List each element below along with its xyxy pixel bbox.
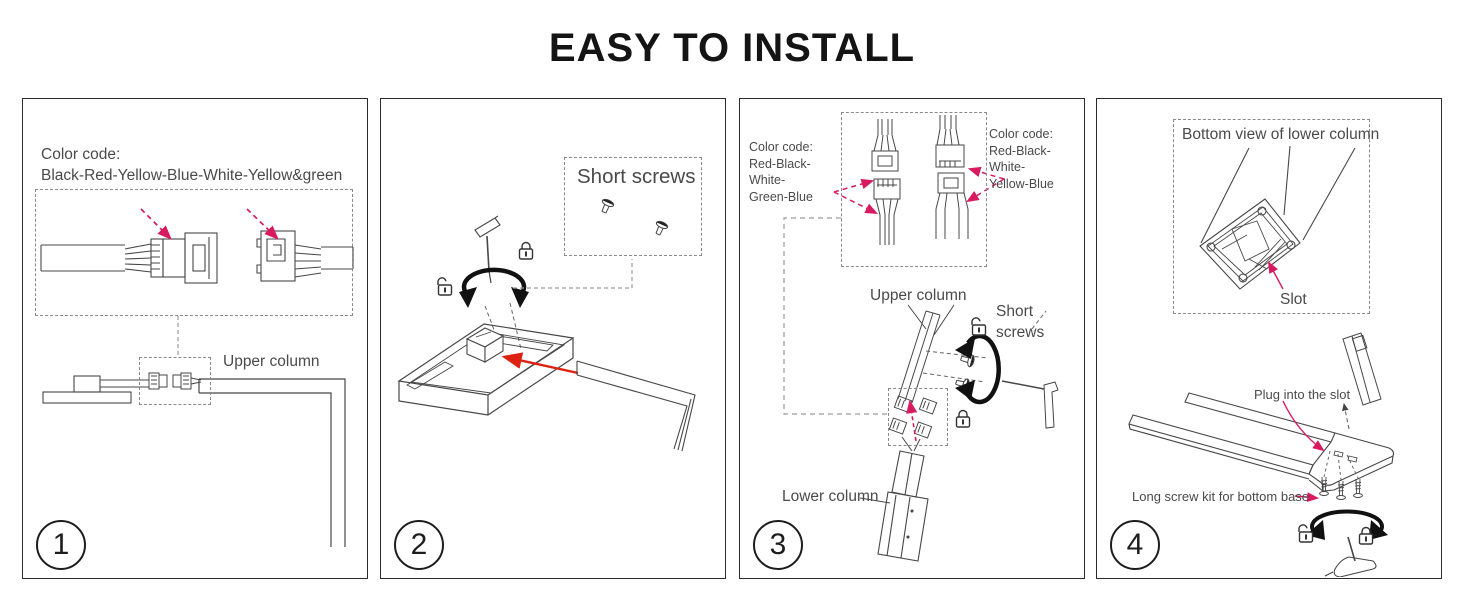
- step-number-3: 3: [753, 520, 803, 570]
- step-number-text: 4: [1126, 528, 1144, 561]
- short-screws-label: Short screws: [577, 165, 696, 188]
- long-screw-icon: [1336, 480, 1346, 500]
- plug-into-slot-label: Plug into the slot: [1254, 387, 1351, 402]
- short-screws-box: [564, 157, 702, 256]
- color-code-label: Color code: Black-Red-Yellow-Blue-White-…: [41, 145, 342, 187]
- joint-detail-box: [139, 357, 211, 405]
- column-connection-diagram: [783, 115, 1059, 562]
- lower-column-drawing: [1342, 332, 1382, 406]
- control-box-mount-diagram: [397, 197, 696, 452]
- color-code-title: Color code:: [749, 140, 813, 154]
- upper-column-drawing: [576, 360, 696, 452]
- pink-pointer-arrows: [140, 208, 279, 240]
- short-screws-label: Short screws: [996, 303, 1045, 341]
- padlock-closed-icon: [518, 241, 534, 260]
- joint-detail-box: [888, 388, 948, 446]
- long-screw-icon: [1319, 476, 1329, 496]
- screw-guide-lines: [484, 302, 522, 352]
- padlock-open-icon: [971, 317, 987, 336]
- slot-pointer-arrow: [1268, 261, 1284, 290]
- long-screw-kit-label: Long screw kit for bottom base: [1132, 489, 1310, 504]
- page-title: EASY TO INSTALL: [548, 26, 916, 70]
- control-box-drawing: [465, 327, 505, 363]
- panel-step-4: Bottom view of lower column Slot Plug in…: [1096, 98, 1442, 579]
- step-number-4: 4: [1110, 520, 1160, 570]
- step-number-text: 3: [769, 528, 787, 561]
- base-assembly-diagram: [1128, 145, 1395, 577]
- color-code-value-line1: Red-Black-White-: [749, 156, 811, 188]
- color-code-left-label: Color code: Red-Black-White- Green-Blue: [749, 139, 843, 205]
- color-code-value-line2: Yellow-Blue: [989, 176, 1054, 191]
- color-code-title: Color code:: [989, 127, 1053, 141]
- rotation-arrow-icon: [1306, 509, 1388, 540]
- allen-key-icon: [1324, 536, 1377, 577]
- lower-column-label: Lower column: [782, 488, 879, 505]
- screw-guide-lines: [1323, 450, 1359, 481]
- connector-detail-box: [841, 112, 987, 267]
- bottom-view-box: [1173, 119, 1370, 314]
- step-number-text: 2: [410, 528, 428, 561]
- panel-step-2: Short screws 2: [380, 98, 726, 579]
- padlock-closed-icon: [955, 409, 971, 428]
- plug-direction-arrow: [1342, 402, 1350, 430]
- rotation-arrow-icon: [459, 267, 529, 308]
- allen-key-icon: [1001, 380, 1059, 429]
- connector-detail-box: [35, 189, 353, 316]
- upper-column-drawing: [198, 378, 346, 547]
- bottom-view-label: Bottom view of lower column: [1182, 126, 1380, 143]
- long-screw-pointer-arrow: [1294, 492, 1320, 502]
- connector-pairs-drawing: [871, 115, 969, 245]
- color-code-value-line2: Green-Blue: [749, 189, 813, 204]
- long-screw-icon: [1353, 478, 1363, 498]
- step-number-text: 1: [52, 528, 70, 561]
- panel-step-1: Color code: Black-Red-Yellow-Blue-White-…: [22, 98, 368, 579]
- rotation-arrow-icon: [955, 333, 1001, 405]
- slot-label: Slot: [1280, 291, 1307, 308]
- bottom-base-drawing: [1128, 392, 1395, 492]
- lower-column-drawing: [859, 450, 929, 562]
- insert-direction-arrow: [501, 352, 579, 375]
- panel-step-3: Color code: Red-Black-White- Green-Blue …: [739, 98, 1085, 579]
- padlock-open-icon: [437, 277, 453, 296]
- control-box-drawing: [42, 375, 149, 404]
- plug-into-slot-arrow: [1282, 400, 1325, 452]
- cable-connection-diagram: [40, 208, 354, 547]
- step-number-2: 2: [394, 520, 444, 570]
- upper-column-drawing: [897, 304, 955, 404]
- column-bottom-view-drawing: [1199, 145, 1356, 290]
- upper-column-label: Upper column: [870, 287, 967, 304]
- step-number-1: 1: [36, 520, 86, 570]
- color-code-value-line1: Red-Black-White-: [989, 143, 1051, 175]
- left-connector-drawing: [40, 232, 218, 284]
- color-code-title: Color code:: [41, 146, 121, 163]
- inline-connector-drawing: [148, 372, 202, 390]
- allen-key-icon: [474, 215, 501, 284]
- screw-callout-line: [513, 259, 633, 289]
- detail-callout-line: [783, 217, 888, 415]
- upper-column-label: Upper column: [223, 353, 320, 370]
- color-code-right-label: Color code: Red-Black-White- Yellow-Blue: [989, 126, 1085, 192]
- color-code-value: Black-Red-Yellow-Blue-White-Yellow&green: [41, 166, 343, 184]
